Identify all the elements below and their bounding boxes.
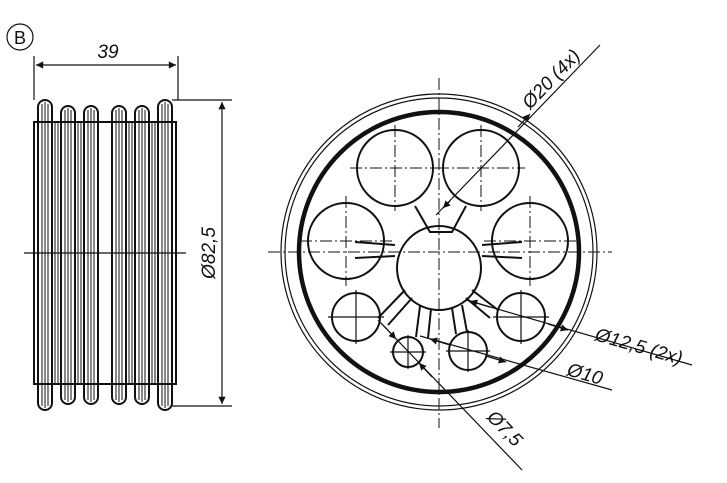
width-dimension-text: 39 — [97, 42, 119, 63]
side-view: 39 Ø82,5 — [24, 42, 232, 411]
callout-medium-holes: Ø12,5 (2x) — [592, 324, 685, 369]
medium-holes — [328, 290, 549, 344]
diameter-dimension-text: Ø82,5 — [199, 227, 220, 280]
small-holes — [390, 330, 490, 372]
callout-hole-10: Ø10 — [564, 359, 606, 389]
front-view: Ø20 (4x) Ø12,5 (2x) Ø10 Ø7,5 — [268, 44, 693, 471]
view-label-text: B — [14, 28, 26, 48]
callout-hole-7-5: Ø7,5 — [482, 406, 527, 451]
view-label: B — [6, 23, 34, 51]
callout-large-holes: Ø20 (4x) — [518, 46, 585, 114]
